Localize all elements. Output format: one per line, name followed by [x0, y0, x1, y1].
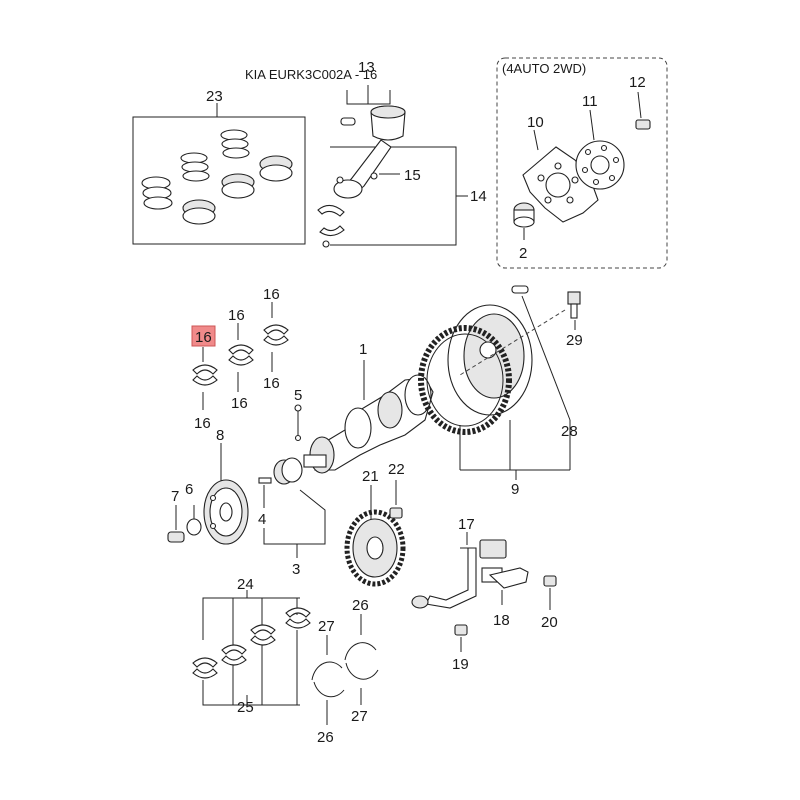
part-label-23[interactable]: 23 [206, 88, 223, 105]
part-label-28[interactable]: 28 [561, 423, 578, 440]
part-label-16-c[interactable]: 16 [228, 307, 245, 324]
part-label-19[interactable]: 19 [452, 656, 469, 673]
part-label-26-a[interactable]: 26 [317, 729, 334, 746]
part-label-4[interactable]: 4 [258, 511, 266, 528]
part-label-10[interactable]: 10 [527, 114, 544, 131]
part-label-21[interactable]: 21 [362, 468, 379, 485]
crankshaft-drawing [294, 360, 434, 474]
part-label-18[interactable]: 18 [493, 612, 510, 629]
part-label-16-highlighted[interactable]: 16 [195, 329, 212, 346]
target-wheel-drawing [344, 480, 406, 587]
piston-ring-drawings [141, 129, 293, 225]
part-label-16-b[interactable]: 16 [194, 415, 211, 432]
part-label-16-e[interactable]: 16 [263, 286, 280, 303]
part-label-12[interactable]: 12 [629, 74, 646, 91]
auto-2wd-variant-box: (4AUTO 2WD) [496, 57, 668, 269]
highlight-box-16 [191, 325, 216, 347]
part-label-27-a[interactable]: 27 [318, 618, 335, 635]
part-label-15[interactable]: 15 [404, 167, 421, 184]
connecting-rod-drawing [317, 139, 392, 248]
part-label-20[interactable]: 20 [541, 614, 558, 631]
rod-bearing-shells [192, 590, 311, 706]
crank-pulley-drawing [167, 443, 326, 558]
part-label-22[interactable]: 22 [388, 461, 405, 478]
part-label-16-f[interactable]: 16 [263, 375, 280, 392]
part-label-27-b[interactable]: 27 [351, 708, 368, 725]
main-bearing-shells [192, 302, 289, 410]
part-label-6[interactable]: 6 [185, 481, 193, 498]
part-label-13[interactable]: 13 [358, 59, 375, 76]
part-label-24[interactable]: 24 [237, 576, 254, 593]
part-label-3[interactable]: 3 [292, 561, 300, 578]
drive-plate-drawing [513, 119, 651, 228]
part-label-14[interactable]: 14 [470, 188, 487, 205]
part-label-9[interactable]: 9 [511, 481, 519, 498]
variant-box-title: (4AUTO 2WD) [502, 61, 586, 76]
piston-drawing [340, 105, 406, 141]
part-label-29[interactable]: 29 [566, 332, 583, 349]
thrust-washers [311, 614, 379, 725]
part-label-2[interactable]: 2 [519, 245, 527, 262]
flywheel-drawing [418, 285, 581, 480]
part-label-11[interactable]: 11 [582, 93, 598, 110]
diagram-title: KIA EURK3C002A - 16 [245, 67, 377, 82]
piston-rod-group [317, 85, 468, 248]
part-label-17[interactable]: 17 [458, 516, 475, 533]
part-label-8[interactable]: 8 [216, 427, 224, 444]
part-label-7[interactable]: 7 [171, 488, 179, 505]
part-label-16-d[interactable]: 16 [231, 395, 248, 412]
part-label-26-b[interactable]: 26 [352, 597, 369, 614]
crank-sensor-drawing [411, 532, 557, 652]
part-label-5[interactable]: 5 [294, 387, 302, 404]
piston-ring-set-box [132, 103, 306, 245]
part-label-1[interactable]: 1 [359, 341, 367, 358]
part-label-25[interactable]: 25 [237, 699, 254, 716]
